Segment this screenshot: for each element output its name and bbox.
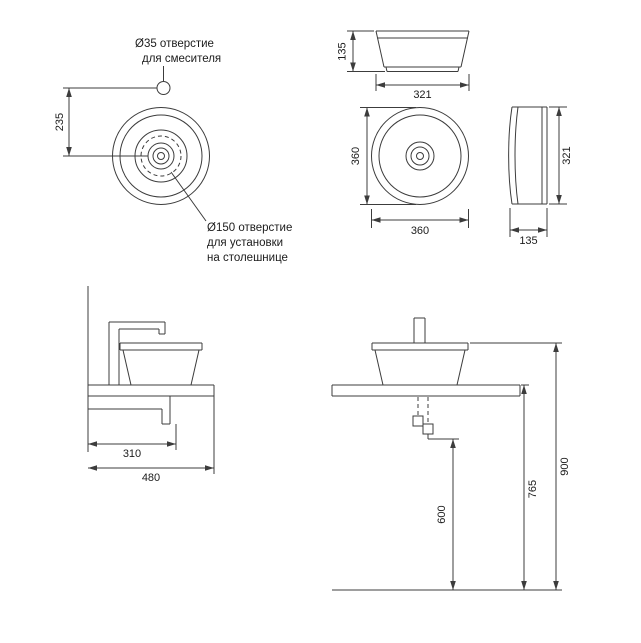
side-view: 321 135 <box>508 106 573 247</box>
dimension-supply-height: 600 <box>428 438 459 590</box>
basin-plan-outline-2 <box>371 107 469 205</box>
mount-hole-note-line1: Ø150 отверстие <box>207 222 292 234</box>
front-installation-view: 600 765 900 <box>331 317 571 591</box>
dim-side-depth-label: 135 <box>519 235 537 247</box>
dimension-side-depth: 135 <box>509 208 548 247</box>
dimension-overall-height: 900 <box>470 342 571 590</box>
dimension-side-height: 321 <box>549 106 573 205</box>
dimension-counter-height: 765 <box>521 384 539 590</box>
dim-counter-height-label: 765 <box>527 480 539 498</box>
dim-mixer-offset-label: 235 <box>54 113 66 131</box>
drain-and-supply-connection <box>412 397 434 439</box>
plan-view: 360 360 <box>350 107 469 237</box>
mount-hole-note-line2: для установки <box>207 237 283 249</box>
detail-top-view: Ø35 отверстие для смесителя Ø150 отверст… <box>54 38 292 264</box>
mounting-bracket <box>88 396 171 425</box>
side-installation-view: 310 480 <box>87 286 215 484</box>
faucet-front <box>413 317 426 343</box>
countertop-side <box>88 384 215 397</box>
dim-overall-height-label: 900 <box>559 457 571 475</box>
basin-side-installed <box>119 342 203 386</box>
dimension-counter-depth: 480 <box>88 396 215 484</box>
dim-plan-width-label: 360 <box>411 225 429 237</box>
basin-front-outline <box>375 30 470 72</box>
mount-hole-note-line3: на столешнице <box>207 252 288 264</box>
dim-side-height-label: 321 <box>561 146 573 164</box>
dimension-plan-width: 360 <box>371 209 469 237</box>
dim-supply-height-label: 600 <box>436 505 448 523</box>
countertop-front <box>331 384 521 397</box>
faucet-side <box>108 321 166 385</box>
mount-hole-circle <box>140 135 182 177</box>
dimension-front-width: 321 <box>375 74 470 101</box>
basin-side-outline <box>508 106 548 205</box>
dim-front-height-label: 135 <box>337 42 349 60</box>
dimension-front-height: 135 <box>337 30 385 72</box>
mixer-hole-note-line1: Ø35 отверстие <box>135 38 214 50</box>
basin-front-installed <box>371 342 469 386</box>
dim-plan-depth-label: 360 <box>350 147 362 165</box>
dim-counter-depth-label: 480 <box>142 472 160 484</box>
dimension-bracket-depth: 310 <box>88 424 177 460</box>
mount-note-leader <box>170 171 207 222</box>
dimension-mixer-offset: 235 <box>54 87 157 157</box>
mixer-hole-circle <box>156 81 171 95</box>
dim-bracket-depth-label: 310 <box>123 448 141 460</box>
front-view: 135 321 <box>337 30 470 101</box>
mixer-hole-note-line2: для смесителя <box>142 53 221 65</box>
dim-front-width-label: 321 <box>413 89 431 101</box>
dimension-plan-depth: 360 <box>350 107 416 205</box>
